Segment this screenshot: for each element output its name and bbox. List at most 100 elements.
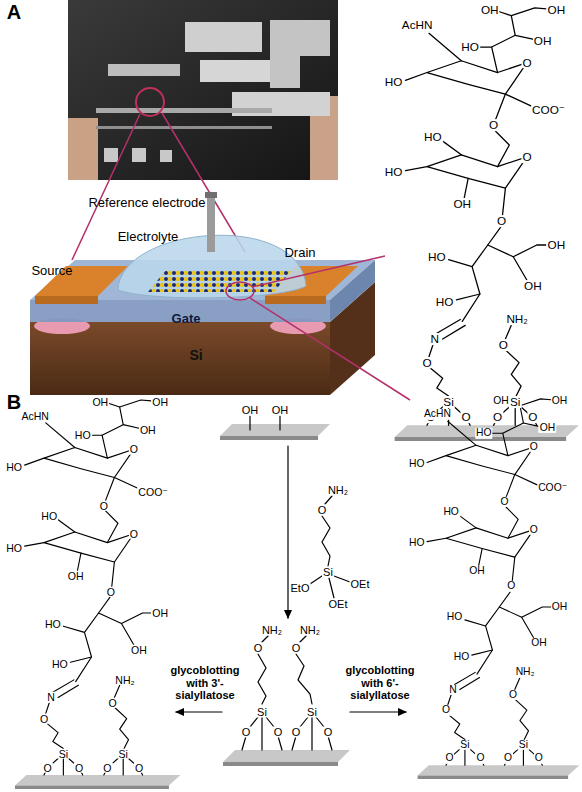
atom-label: HO (442, 507, 459, 517)
atom-label: EtO (290, 583, 311, 594)
atom-label: O (421, 357, 432, 369)
atom-label: HO (408, 538, 425, 548)
atom-label: OH (130, 645, 148, 656)
atom-label: O (241, 727, 252, 738)
atom-label: OH (241, 405, 260, 416)
atom-label: O (492, 412, 503, 424)
glycan-structure (418, 399, 580, 779)
atom-label: O (508, 690, 518, 700)
atom-label: OH (530, 638, 547, 648)
atom-label: COO⁻ (137, 486, 169, 497)
atom-label: O (323, 727, 334, 738)
atom-label: OH (533, 35, 553, 47)
atom-label: OH (452, 198, 472, 210)
atom-label: Si (518, 739, 529, 749)
atom-label: O (102, 763, 112, 774)
device-label: Gate (172, 312, 201, 325)
atom-label: N (430, 333, 441, 345)
atom-label: O (291, 643, 302, 654)
atom-label: OH (468, 566, 485, 576)
atom-label: O (506, 581, 516, 591)
atom-label: O (108, 697, 118, 708)
atom-label: O (475, 753, 485, 763)
surface-scheme (176, 416, 406, 766)
atom-label: O (503, 753, 513, 763)
atom-label: HO (427, 251, 447, 263)
atom-label: OH (139, 425, 157, 436)
device-label: Si (189, 348, 202, 362)
atom-label: HO (384, 167, 404, 179)
atom-label: OH (551, 602, 568, 612)
atom-label: O (42, 763, 52, 774)
atom-label: NH₂ (505, 314, 529, 326)
atom-label: HO (5, 462, 23, 473)
atom-label: O (444, 753, 454, 763)
atom-label: HO (5, 543, 23, 554)
atom-label: HO (446, 612, 463, 622)
atom-label: O (529, 524, 539, 534)
arrow-label: glycoblotting with 6'-sialyllatose (336, 664, 424, 702)
atom-label: OH (551, 395, 568, 405)
atom-label: HO (435, 296, 455, 308)
atom-label: N (448, 684, 457, 694)
atom-label: O (521, 57, 532, 69)
atom-label: NH₂ (299, 625, 321, 636)
atom-label: O (39, 713, 49, 724)
device-label: Reference electrode (88, 196, 205, 209)
atom-label: NH₂ (261, 625, 283, 636)
atom-label: Si (322, 567, 334, 578)
atom-label: NH₂ (327, 485, 349, 496)
atom-label: O (529, 442, 539, 452)
atom-label: OH (547, 4, 567, 16)
atom-label: AcHN (423, 409, 452, 419)
glycan-structure (15, 400, 180, 789)
atom-label: O (74, 763, 84, 774)
atom-label: HO (384, 76, 404, 88)
atom-label: HO (423, 131, 443, 143)
atom-label: O (253, 643, 264, 654)
atom-label: OH (151, 608, 169, 619)
atom-label: OH (67, 571, 85, 582)
atom-label: O (499, 497, 509, 507)
atom-label: HO (408, 459, 425, 469)
atom-label: COO⁻ (537, 483, 568, 493)
atom-label: HO (475, 428, 492, 438)
panel-letter: A (7, 2, 21, 22)
atom-label: NH₂ (515, 667, 536, 677)
atom-label: O (461, 412, 472, 424)
atom-label: HO (40, 511, 58, 522)
atom-label: OEt (328, 599, 349, 610)
atom-label: HO (51, 659, 69, 670)
atom-label: NH₂ (114, 675, 135, 686)
atom-label: O (488, 120, 499, 132)
atom-label: O (521, 151, 532, 163)
atom-label: Si (459, 739, 470, 749)
atom-label: OH (91, 397, 109, 408)
atom-label: COO⁻ (531, 104, 566, 116)
atom-label: Si (509, 396, 521, 408)
atom-label: Si (306, 707, 318, 718)
atom-label: N (46, 692, 56, 703)
atom-label: O (129, 444, 139, 455)
atom-label: Si (58, 749, 69, 760)
atom-label: O (498, 339, 509, 351)
atom-label: O (534, 753, 544, 763)
atom-label: Si (442, 396, 454, 408)
atom-label: AcHN (401, 20, 434, 32)
arrow-label: glycoblotting with 3'-sialyllatose (161, 664, 249, 702)
atom-label: Si (117, 749, 128, 760)
device-label: Drain (284, 246, 315, 259)
device-label: Electrolyte (118, 230, 179, 243)
atom-label: O (496, 216, 507, 228)
atom-label: OH (547, 239, 567, 251)
zoom-line (250, 298, 410, 400)
atom-label: OEt (350, 579, 371, 590)
atom-label: O (99, 500, 109, 511)
atom-label: O (441, 705, 451, 715)
atom-label: O (291, 727, 302, 738)
panel-letter: B (7, 392, 21, 412)
atom-label: O (317, 505, 328, 516)
atom-label: HO (453, 652, 470, 662)
